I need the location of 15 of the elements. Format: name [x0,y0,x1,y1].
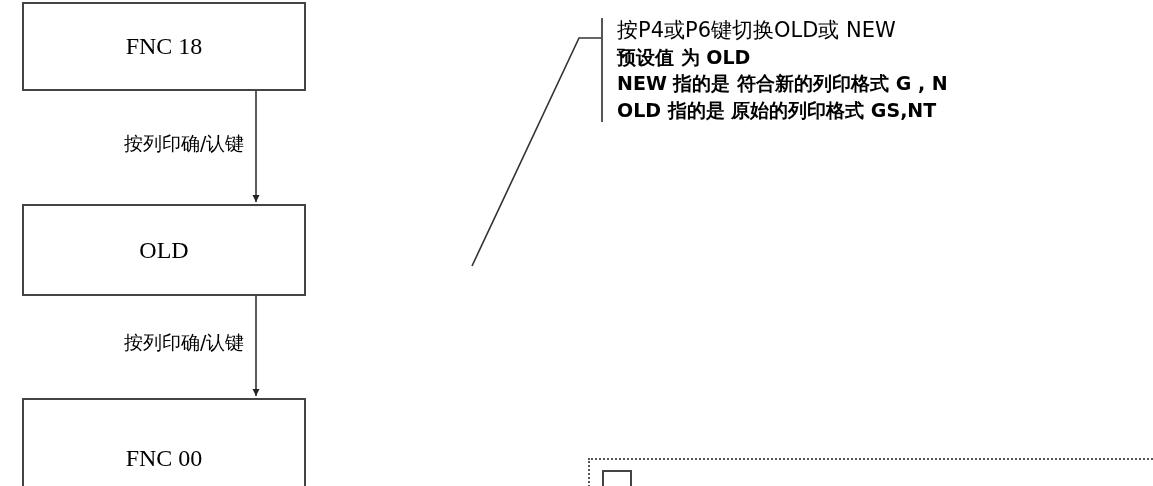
callout-text: OLD 指的是 原始的列印格式 GS,NT [617,97,938,122]
process-box [22,398,306,486]
callout-text: 按P4或P6键切换OLD或 NEW [617,18,897,42]
box-label: OLD [139,236,189,264]
process-box [22,204,306,296]
callout-text: NEW 指的是 符合新的列印格式 G , N [617,71,949,96]
callout-text: 预设值 为 OLD [617,44,752,69]
arrow [252,295,260,397]
edge-label: 按列印确/认键 [124,331,245,353]
arrow [252,90,260,203]
box-label: FNC 18 [125,33,203,60]
process-box [22,2,306,91]
box-label: FNC 00 [125,444,203,472]
leader-line [471,37,602,267]
edge-label: 按列印确/认键 [124,131,245,154]
